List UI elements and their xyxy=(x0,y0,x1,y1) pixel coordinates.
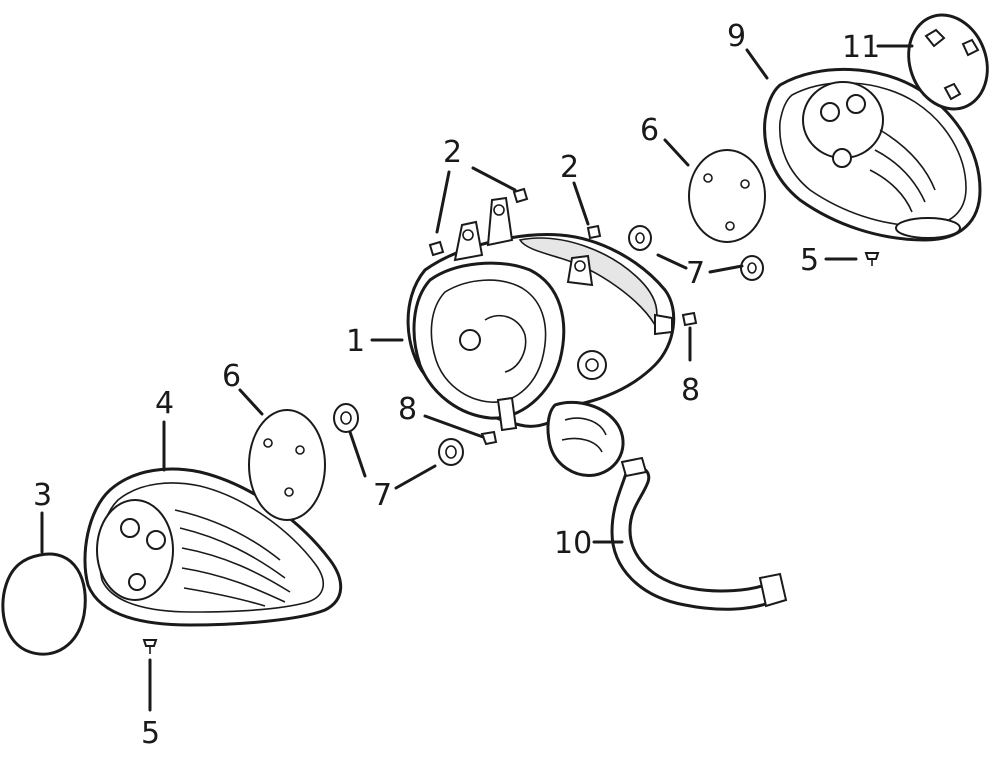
callout-11: 11 xyxy=(842,30,880,65)
part-2-screws xyxy=(428,187,602,257)
callout-7-upper: 7 xyxy=(686,256,705,291)
part-1-air-box-housing xyxy=(406,196,676,477)
part-8-clip-upper xyxy=(681,311,698,327)
callout-9: 9 xyxy=(727,19,746,54)
part-3-seal-disc xyxy=(1,552,87,656)
callout-labels: 1 2 2 3 4 5 5 6 6 7 7 8 8 9 10 11 xyxy=(33,19,880,751)
part-6-filter-plate-left xyxy=(248,409,326,521)
callout-10: 10 xyxy=(554,526,592,561)
callout-4: 4 xyxy=(155,386,174,421)
callout-8-lower: 8 xyxy=(398,392,417,427)
part-4-front-cover xyxy=(83,467,343,627)
part-11-gasket xyxy=(907,13,989,111)
part-8-clip-lower xyxy=(480,430,498,446)
part-7-grommets-lower xyxy=(333,403,464,466)
part-9-rear-cover xyxy=(763,67,982,242)
callout-3: 3 xyxy=(33,478,52,513)
callout-5-bottom: 5 xyxy=(141,716,160,751)
callout-6-right: 6 xyxy=(640,113,659,148)
callout-1: 1 xyxy=(346,324,365,359)
leader-lines xyxy=(40,44,914,712)
part-5-screw-right xyxy=(864,252,880,266)
part-6-filter-plate-right xyxy=(688,149,766,243)
callout-8-upper: 8 xyxy=(681,373,700,408)
callout-2-right: 2 xyxy=(560,150,579,185)
part-7-grommets-upper xyxy=(628,225,764,281)
part-10-hose xyxy=(610,456,788,611)
part-5-screw-left xyxy=(142,639,158,654)
callout-6-left: 6 xyxy=(222,359,241,394)
callout-5-right: 5 xyxy=(800,243,819,278)
callout-7-lower: 7 xyxy=(373,478,392,513)
callout-2-left: 2 xyxy=(443,135,462,170)
